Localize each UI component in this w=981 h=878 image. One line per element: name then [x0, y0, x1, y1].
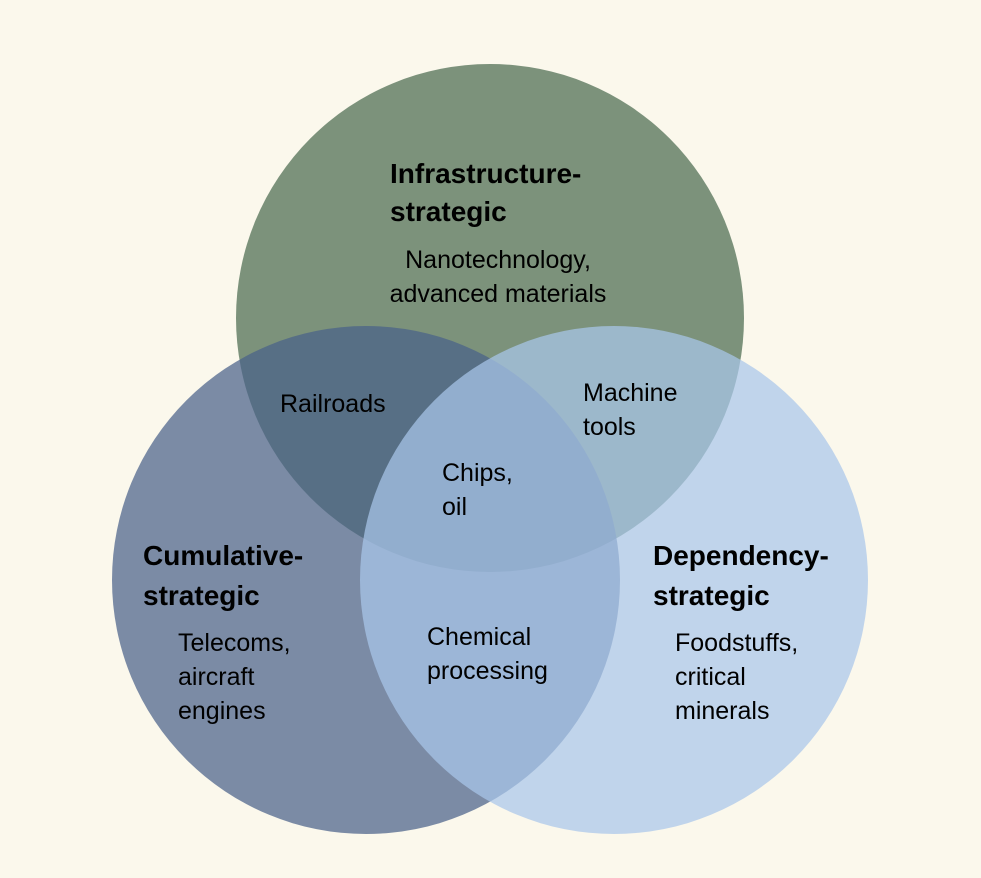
overlap-infrastructure-dependency-line-1: Machine	[583, 379, 678, 407]
infrastructure-title-line-2: strategic	[390, 196, 507, 227]
dependency-examples-line-1: Foodstuffs,	[675, 629, 798, 657]
dependency-examples-line-3: minerals	[675, 697, 769, 725]
cumulative-examples-line-1: Telecoms,	[178, 629, 291, 657]
infrastructure-examples-line-1: Nanotechnology,	[405, 246, 591, 274]
overlap-cumulative-dependency-line-1: Chemical	[427, 623, 531, 651]
overlap-all-three-line-1: Chips,	[442, 459, 513, 487]
overlap-cumulative-dependency-line-2: processing	[427, 657, 548, 685]
cumulative-title-line-2: strategic	[143, 580, 260, 611]
overlap-infrastructure-dependency-line-2: tools	[583, 413, 636, 441]
infrastructure-examples-line-2: advanced materials	[390, 280, 607, 308]
dependency-examples-line-2: critical	[675, 663, 746, 691]
cumulative-title-line-1: Cumulative-	[143, 540, 303, 571]
dependency-title-line-2: strategic	[653, 580, 770, 611]
overlap-all-three-line-2: oil	[442, 493, 467, 521]
overlap-infrastructure-cumulative-label: Railroads	[280, 390, 386, 418]
cumulative-examples-line-2: aircraft	[178, 663, 254, 691]
infrastructure-title-line-1: Infrastructure-	[390, 158, 581, 189]
dependency-title-line-1: Dependency-	[653, 540, 829, 571]
dependency-strategic-circle	[360, 326, 868, 834]
cumulative-examples-line-3: engines	[178, 697, 266, 725]
